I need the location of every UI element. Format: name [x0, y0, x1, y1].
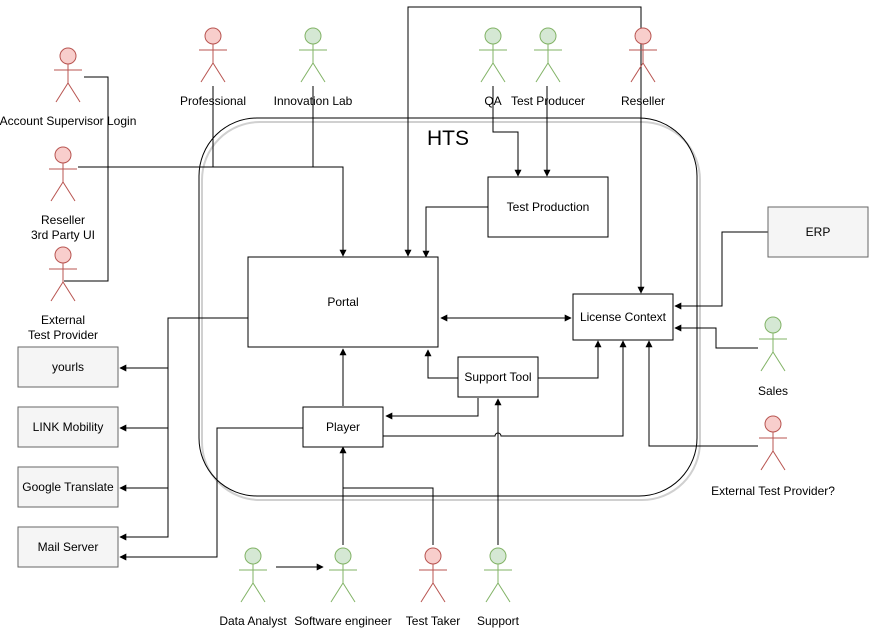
software-engineer-label: Software engineer: [294, 614, 391, 628]
yourls-box: [17, 346, 119, 388]
external-test-provider-q-actor: [758, 415, 788, 471]
connector-reseller-portal: [78, 166, 347, 257]
external-test-provider-q-label: External Test Provider?: [711, 484, 835, 498]
connector-testproduction-portal: [422, 206, 488, 258]
reseller-label: Reseller: [621, 94, 665, 108]
account-supervisor-label: Account Supervisor Login: [0, 114, 136, 128]
google-translate-box: [17, 466, 119, 508]
test-production-label: Test Production: [507, 200, 590, 214]
erp-label: ERP: [806, 225, 831, 239]
innovation-lab-actor: [298, 27, 328, 83]
support-tool-label: Support Tool: [464, 370, 531, 384]
qa-label: QA: [484, 94, 501, 108]
connector-player-license: [383, 340, 627, 437]
erp-box: [767, 206, 869, 258]
test-producer-actor: [533, 27, 563, 83]
license-context-box: [572, 293, 674, 341]
test-taker-label: Test Taker: [406, 614, 460, 628]
player-box: [302, 406, 384, 448]
license-context-label: License Context: [580, 310, 667, 324]
yourls-label: yourls: [52, 360, 84, 374]
reseller-3rd-party-actor: [48, 146, 78, 202]
hts-title: HTS: [427, 127, 469, 150]
connectors: [64, 6, 768, 571]
professional-label: Professional: [180, 94, 246, 108]
external-test-provider-actor: [48, 246, 78, 302]
test-production-box: [487, 176, 609, 238]
connector-player-mailserver: [119, 427, 303, 561]
link-mobility-box: [17, 406, 119, 448]
connector-sales-license: [674, 324, 758, 349]
support-label: Support: [477, 614, 520, 628]
connector-erp-license: [674, 231, 768, 310]
innovation-lab-label: Innovation Lab: [274, 94, 353, 108]
external-test-provider-label-line1: External: [41, 313, 85, 327]
sales-label: Sales: [758, 384, 788, 398]
account-supervisor-actor: [53, 47, 83, 103]
support-tool-box: [457, 356, 539, 398]
external-test-provider-label-line2: Test Provider: [28, 328, 98, 342]
hts-boundary: [198, 117, 698, 497]
test-producer-label: Test Producer: [511, 94, 585, 108]
professional-actor: [198, 27, 228, 83]
connector-supporttool-portal: [424, 349, 458, 379]
connector-testtaker-player: [343, 487, 434, 545]
connector-qa-testproduction: [492, 86, 522, 177]
reseller-3rd-party-label-line2: 3rd Party UI: [31, 228, 95, 242]
connector-supporttool-license: [538, 340, 602, 379]
sales-actor: [758, 316, 788, 372]
test-taker-actor: [418, 547, 448, 603]
software-engineer-actor: [328, 547, 358, 603]
google-translate-label: Google Translate: [22, 480, 114, 494]
link-mobility-label: LINK Mobility: [33, 420, 104, 434]
portal-label: Portal: [327, 295, 358, 309]
player-label: Player: [326, 420, 360, 434]
hts-boundary-shadow: [201, 121, 701, 501]
connector-provider-license: [645, 340, 758, 447]
reseller-3rd-party-label-line1: Reseller: [41, 213, 85, 227]
data-analyst-actor: [238, 547, 268, 603]
mail-server-box: [17, 526, 119, 568]
qa-actor: [478, 27, 508, 83]
connector-supervisor-provider: [64, 76, 109, 282]
connector-supporttool-player: [385, 398, 479, 420]
reseller-actor: [628, 27, 658, 83]
mail-server-label: Mail Server: [38, 540, 99, 554]
support-actor: [483, 547, 513, 603]
connector-reseller-to-portal: [404, 6, 642, 257]
data-analyst-label: Data Analyst: [219, 614, 287, 628]
portal-box: [247, 256, 439, 348]
